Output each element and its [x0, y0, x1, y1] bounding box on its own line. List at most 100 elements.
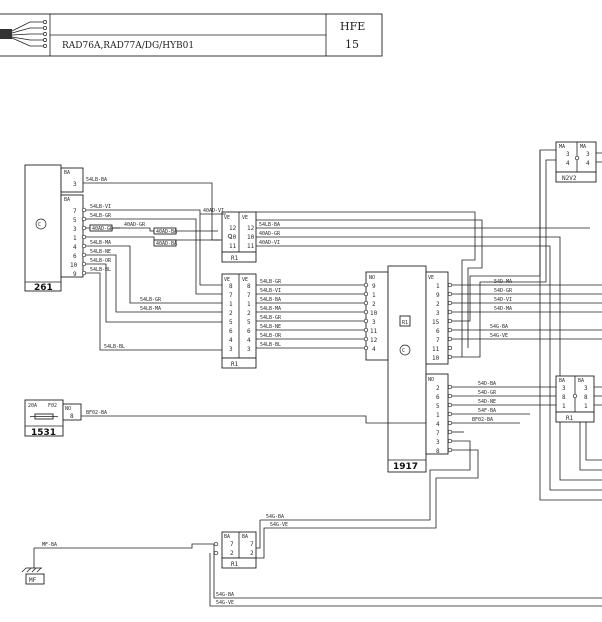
title-block: RAD76A,RAD77A/DG/HYB01 HFE 15 — [0, 13, 383, 57]
svg-text:4: 4 — [436, 421, 440, 428]
svg-text:1: 1 — [229, 301, 233, 308]
svg-text:MF-BA: MF-BA — [42, 542, 57, 548]
svg-text:8: 8 — [562, 394, 566, 401]
svg-text:BA: BA — [64, 170, 70, 176]
svg-text:40AD-VI: 40AD-VI — [203, 208, 224, 214]
svg-text:6: 6 — [436, 394, 440, 401]
svg-text:1: 1 — [73, 235, 77, 242]
svg-text:MA: MA — [580, 144, 586, 150]
svg-text:R1: R1 — [566, 415, 574, 422]
svg-text:54D-BA: 54D-BA — [478, 381, 496, 387]
svg-text:8: 8 — [229, 283, 233, 290]
svg-text:54G-VE: 54G-VE — [490, 333, 508, 339]
svg-text:5: 5 — [247, 319, 251, 326]
svg-text:54G-VE: 54G-VE — [216, 600, 234, 606]
svg-text:10: 10 — [370, 310, 378, 317]
svg-text:54LB-BA: 54LB-BA — [86, 177, 107, 183]
ground-icon — [21, 567, 42, 573]
svg-text:2: 2 — [230, 550, 234, 557]
svg-text:54D-GR: 54D-GR — [494, 288, 513, 294]
svg-text:54LB-NE: 54LB-NE — [260, 324, 281, 330]
svg-text:9: 9 — [73, 271, 77, 278]
svg-text:40AD-BA: 40AD-BA — [156, 229, 177, 235]
svg-text:1: 1 — [436, 283, 440, 290]
svg-text:3: 3 — [584, 385, 588, 392]
svg-text:6: 6 — [73, 253, 77, 260]
svg-text:VE: VE — [428, 275, 434, 281]
svg-text:54LB-GR: 54LB-GR — [90, 213, 112, 219]
svg-text:15: 15 — [432, 319, 440, 326]
label-mf: MF — [29, 577, 37, 584]
svg-text:3: 3 — [436, 310, 440, 317]
cable-harness-icon — [0, 20, 47, 48]
svg-text:54LB-BL: 54LB-BL — [260, 342, 281, 348]
svg-text:C: C — [38, 222, 41, 228]
svg-text:40AD-VI: 40AD-VI — [259, 240, 280, 246]
svg-text:54LB-OR: 54LB-OR — [90, 258, 112, 264]
svg-text:11: 11 — [370, 328, 378, 335]
svg-text:7: 7 — [436, 430, 440, 437]
component-1531: 20A F02 1531 NO 8 BF02-BA — [24, 399, 426, 438]
svg-text:40AD-BA: 40AD-BA — [156, 241, 177, 247]
svg-text:54LB-OR: 54LB-OR — [260, 333, 282, 339]
svg-text:VE: VE — [242, 215, 248, 221]
svg-text:54LB-BL: 54LB-BL — [90, 267, 111, 273]
svg-text:12: 12 — [247, 225, 255, 232]
connector-mark-icon — [399, 344, 411, 356]
svg-text:10: 10 — [247, 234, 255, 241]
svg-text:3: 3 — [566, 151, 570, 158]
svg-text:NO: NO — [428, 377, 434, 383]
svg-text:54LB-BL: 54LB-BL — [104, 344, 125, 350]
wires-261: 54LB-BA 54LB-VI 54LB-GR 40AD-GR 40AD-GR … — [83, 177, 222, 351]
svg-text:2: 2 — [250, 550, 254, 557]
svg-text:11: 11 — [432, 346, 440, 353]
svg-text:6: 6 — [436, 328, 440, 335]
svg-text:2: 2 — [229, 310, 233, 317]
svg-text:BA: BA — [64, 197, 70, 203]
title-page: 15 — [345, 38, 359, 51]
svg-text:54F-BA: 54F-BA — [478, 408, 496, 414]
svg-text:54LB-NE: 54LB-NE — [90, 249, 111, 255]
svg-text:12: 12 — [229, 225, 237, 232]
svg-text:11: 11 — [247, 243, 255, 250]
svg-text:40AD-GR: 40AD-GR — [259, 231, 281, 237]
svg-text:BA: BA — [578, 378, 584, 384]
svg-text:3: 3 — [436, 439, 440, 446]
svg-text:4: 4 — [372, 346, 376, 353]
svg-text:3: 3 — [247, 346, 251, 353]
svg-text:9: 9 — [436, 292, 440, 299]
svg-text:8: 8 — [436, 448, 440, 455]
label-1531: 1531 — [31, 428, 56, 438]
svg-text:VE: VE — [224, 215, 230, 221]
svg-text:R1: R1 — [231, 255, 239, 262]
svg-text:8: 8 — [584, 394, 588, 401]
svg-text:54G-BA: 54G-BA — [216, 592, 234, 598]
svg-text:9: 9 — [372, 283, 376, 290]
svg-text:54LB-VI: 54LB-VI — [90, 204, 111, 210]
svg-text:3: 3 — [73, 181, 77, 188]
svg-text:R1: R1 — [231, 561, 239, 568]
svg-text:6: 6 — [229, 328, 233, 335]
svg-text:7: 7 — [73, 208, 77, 215]
svg-text:20A: 20A — [28, 403, 37, 409]
svg-text:6: 6 — [247, 328, 251, 335]
title-models: RAD76A,RAD77A/DG/HYB01 — [62, 41, 194, 51]
svg-text:C: C — [402, 348, 405, 354]
svg-text:54G-VE: 54G-VE — [270, 522, 288, 528]
label-1917: 1917 — [393, 462, 418, 472]
svg-text:54D-GR: 54D-GR — [478, 390, 497, 396]
svg-text:10: 10 — [70, 262, 78, 269]
wires-1917-upper: 54D-MA 54D-GR 54D-VI 54D-MA 54G-BA 54G-V… — [256, 149, 602, 360]
svg-text:5: 5 — [73, 217, 77, 224]
svg-text:54LB-VI: 54LB-VI — [260, 288, 281, 294]
svg-text:54LB-MA: 54LB-MA — [140, 306, 161, 312]
svg-text:1: 1 — [372, 292, 376, 299]
svg-text:BA: BA — [242, 534, 248, 540]
svg-text:2: 2 — [436, 385, 440, 392]
svg-text:5: 5 — [436, 403, 440, 410]
svg-text:54LB-BA: 54LB-BA — [259, 222, 280, 228]
